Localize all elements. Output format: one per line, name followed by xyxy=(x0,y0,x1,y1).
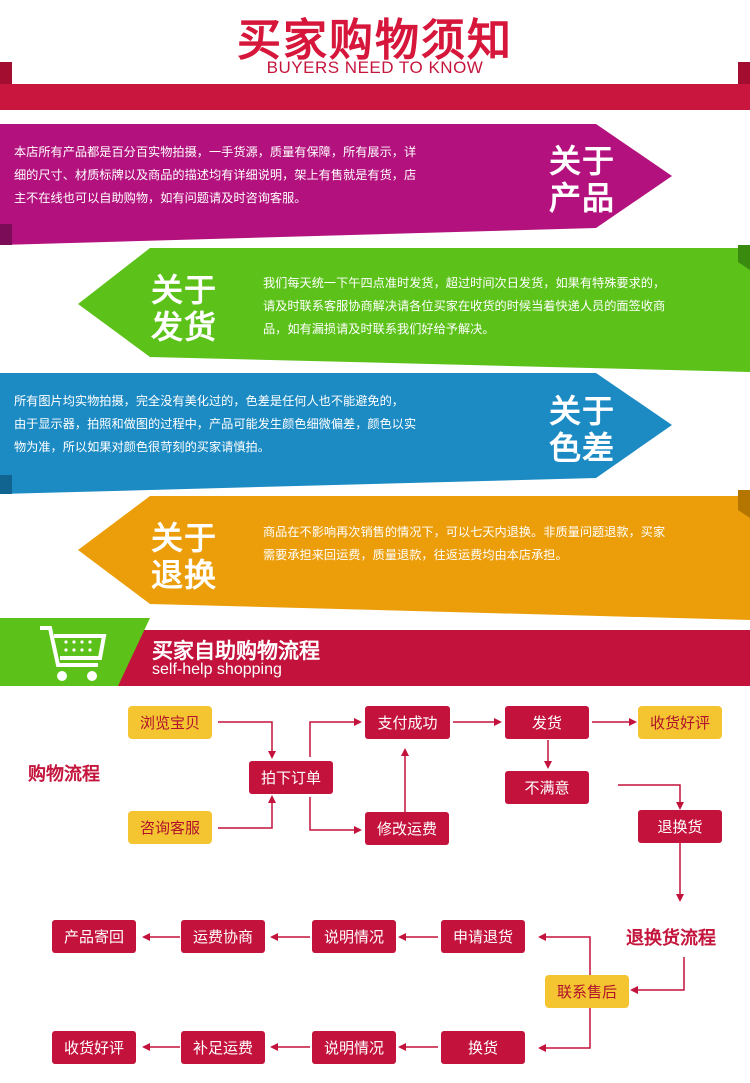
step-ship: 发货 xyxy=(505,706,589,739)
label-line: 关于 xyxy=(151,519,218,557)
ribbon-return xyxy=(78,496,750,620)
notice-line: 商品在不影响再次销售的情况下，可以七天内退换。非质量问题退款，买家 xyxy=(263,525,666,539)
notice-line: 由于显示器，拍照和做图的过程中，产品可能发生颜色细微偏差，颜色以实 xyxy=(14,417,417,431)
notice-line: 细的尺寸、材质标牌以及商品的描述均有详细说明，架上有售就是有货，店 xyxy=(14,168,417,182)
section2-green-tab xyxy=(0,618,150,686)
notice-return-label: 关于 退换 xyxy=(151,520,217,594)
step-negotiate-freight: 运费协商 xyxy=(181,920,265,953)
section2-title: 买家自助购物流程 xyxy=(152,639,320,663)
step-modify-freight: 修改运费 xyxy=(365,812,449,845)
step-browse: 浏览宝贝 xyxy=(128,706,212,739)
cart-icon-dots xyxy=(57,640,97,681)
notice-line: 本店所有产品都是百分百实物拍摄，一手货源，质量有保障，所有展示，详 xyxy=(14,145,417,159)
cart-icon xyxy=(40,626,107,667)
label-line: 关于 xyxy=(549,392,616,430)
notice-line: 需要承担来回运费，质量退款，往返运费均由本店承担。 xyxy=(263,548,568,562)
ribbon-color-fold xyxy=(0,475,12,494)
step-receive-review-2: 收货好评 xyxy=(52,1031,136,1064)
step-order: 拍下订单 xyxy=(249,761,333,794)
notice-line: 我们每天统一下午四点准时发货，超过时间次日发货，如果有特殊要求的， xyxy=(263,276,666,290)
step-consult: 咨询客服 xyxy=(128,811,212,844)
notice-return-text: 商品在不影响再次销售的情况下，可以七天内退换。非质量问题退款，买家 需要承担来回… xyxy=(263,521,743,567)
ribbon-shipping xyxy=(78,248,750,372)
ribbon-shipping-fold xyxy=(738,245,750,270)
step-contact-aftersales: 联系售后 xyxy=(545,975,629,1008)
label-line: 关于 xyxy=(151,271,218,309)
ribbon-color xyxy=(0,373,672,494)
notice-shipping-label: 关于 发货 xyxy=(151,272,217,346)
section2-subtitle: self-help shopping xyxy=(152,661,282,678)
notice-product-label: 关于 产品 xyxy=(549,143,615,217)
ribbon-product xyxy=(0,124,672,245)
label-line: 退换 xyxy=(151,556,218,594)
step-exchange: 换货 xyxy=(441,1031,525,1064)
step-pay-freight: 补足运费 xyxy=(181,1031,265,1064)
step-send-back: 产品寄回 xyxy=(52,920,136,953)
step-pay: 支付成功 xyxy=(365,706,450,739)
label-line: 发货 xyxy=(151,308,218,346)
notice-line: 物为准，所以如果对颜色很苛刻的买家请慎拍。 xyxy=(14,440,270,454)
step-explain-exchange: 说明情况 xyxy=(312,1031,396,1064)
flow-label-shopping: 购物流程 xyxy=(28,764,100,785)
step-receive-review: 收货好评 xyxy=(638,706,722,739)
step-exchange-return: 退换货 xyxy=(638,810,722,843)
notice-line: 所有图片均实物拍摄，完全没有美化过的，色差是任何人也不能避免的， xyxy=(14,394,404,408)
page-title: 买家购物须知 xyxy=(237,15,513,66)
step-explain-return: 说明情况 xyxy=(312,920,396,953)
page-subtitle: BUYERS NEED TO KNOW xyxy=(266,58,484,77)
step-apply-return: 申请退货 xyxy=(441,920,525,953)
ribbon-return-fold xyxy=(738,490,750,518)
label-line: 色差 xyxy=(549,429,616,467)
header-paper xyxy=(12,0,738,84)
step-unsatisfied: 不满意 xyxy=(505,771,589,804)
notice-color-label: 关于 色差 xyxy=(549,393,615,467)
flow-label-return: 退换货流程 xyxy=(626,928,716,949)
notice-line: 品，如有漏损请及时联系我们好给予解决。 xyxy=(263,322,495,336)
label-line: 产品 xyxy=(549,179,616,217)
notice-product-text: 本店所有产品都是百分百实物拍摄，一手货源，质量有保障，所有展示，详 细的尺寸、材… xyxy=(14,141,534,210)
flow-arrows xyxy=(142,718,685,1052)
notice-line: 请及时联系客服协商解决请各位买家在收货的时候当着快递人员的面签收商 xyxy=(263,299,666,313)
notice-line: 主不在线也可以自助购物，如有问题请及时咨询客服。 xyxy=(14,191,307,205)
notice-color-text: 所有图片均实物拍摄，完全没有美化过的，色差是任何人也不能避免的， 由于显示器，拍… xyxy=(14,390,534,459)
notice-shipping-text: 我们每天统一下午四点准时发货，超过时间次日发货，如果有特殊要求的， 请及时联系客… xyxy=(263,272,743,341)
ribbon-product-fold xyxy=(0,224,12,245)
label-line: 关于 xyxy=(549,142,616,180)
header-bar xyxy=(0,84,750,110)
